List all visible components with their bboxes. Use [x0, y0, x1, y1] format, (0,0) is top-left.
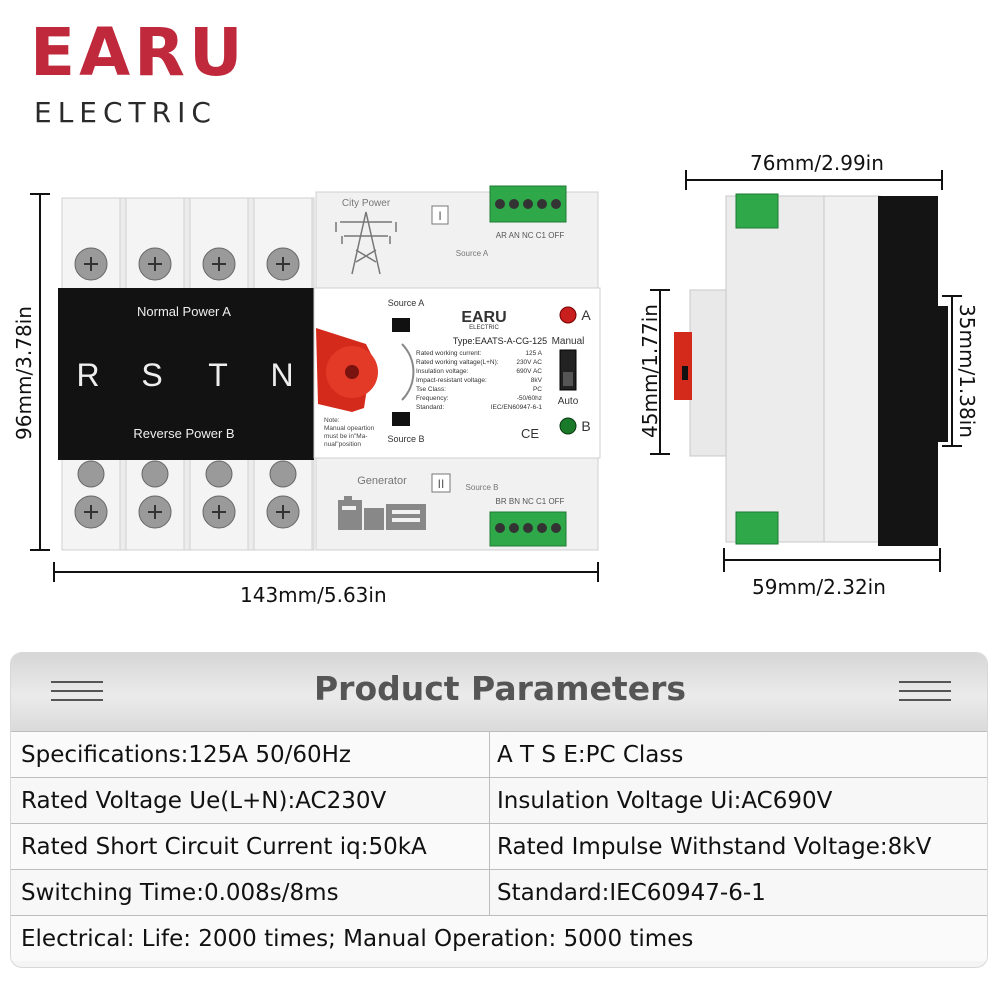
terminal-label-r: R	[76, 357, 99, 393]
spec-label-0: Rated working current:	[416, 350, 482, 357]
spec-label-2: Insulation voltage:	[416, 368, 469, 375]
front-width-dimension-line	[53, 562, 599, 582]
panel-brand: EARU	[461, 309, 506, 326]
roman-2-label: II	[438, 477, 445, 491]
indicator-b-label: B	[581, 418, 590, 434]
note-line-2: must be in"Ma-	[324, 433, 368, 440]
roman-2-box	[431, 473, 451, 493]
table-row: Electrical: Life: 2000 times; Manual Ope…	[11, 915, 987, 961]
note-line-3: nual"position	[324, 441, 361, 448]
roman-1-label: I	[438, 209, 441, 223]
logo-sub-text: ELECTRIC	[34, 96, 217, 129]
power-tower-icon	[335, 211, 397, 275]
params-header: Product Parameters	[11, 653, 987, 731]
spec-label-6: Standard:	[416, 404, 444, 411]
manual-label: Manual	[552, 336, 585, 347]
source-b-window	[392, 412, 410, 426]
rail-height-label: 35mm/1.38in	[955, 304, 979, 438]
ce-mark: CE	[521, 426, 539, 441]
spec-value-0: 125 A	[525, 350, 542, 357]
city-power-label: City Power	[342, 198, 391, 209]
side-depth-label: 76mm/2.99in	[750, 151, 884, 175]
bottom-terminal-blocks	[61, 457, 315, 551]
menu-lines-right-icon	[899, 681, 951, 703]
rail-height-dimension-line	[942, 295, 962, 447]
side-view	[674, 193, 948, 546]
bottom-source-b-label: Source B	[466, 483, 499, 492]
bottom-green-connector	[489, 511, 567, 547]
param-cell: Rated Voltage Ue(L+N):AC230V	[21, 788, 387, 814]
param-cell: Standard:IEC60947-6-1	[497, 880, 766, 906]
logo-brand-text: EARU	[30, 14, 247, 91]
table-row: Specifications:125A 50/60Hz A T S E:PC C…	[11, 731, 987, 778]
top-terminal-labels: AR AN NC C1 OFF	[496, 231, 565, 240]
black-terminal-cover	[58, 288, 314, 460]
panel-brand-sub: ELECTRIC	[469, 325, 499, 331]
spec-label-5: Frequency:	[416, 395, 449, 402]
indicator-b-led	[559, 417, 577, 435]
param-cell: Switching Time:0.008s/8ms	[21, 880, 339, 906]
spec-label-3: Impact-resistant voltage:	[416, 377, 487, 384]
param-cell: Rated Impulse Withstand Voltage:8kV	[497, 834, 932, 860]
auto-label: Auto	[558, 396, 579, 407]
side-bottom-dimension-line	[723, 548, 941, 572]
front-width-label: 143mm/5.63in	[240, 583, 387, 607]
table-row: Switching Time:0.008s/8ms Standard:IEC60…	[11, 869, 987, 916]
terminal-label-n: N	[270, 357, 293, 393]
menu-lines-left-icon	[51, 681, 103, 703]
spec-label-1: Rated working valtage(L+N):	[416, 359, 499, 366]
param-footer-cell: Electrical: Life: 2000 times; Manual Ope…	[21, 926, 694, 952]
param-cell: Specifications:125A 50/60Hz	[21, 742, 351, 768]
source-a-window	[392, 318, 410, 332]
panel-source-a-label: Source A	[388, 298, 425, 308]
generator-icon	[338, 496, 426, 530]
rotation-arrow-icon	[401, 343, 415, 401]
spec-value-6: IEC/EN60947-6-1	[491, 404, 543, 411]
top-green-connector	[489, 185, 567, 223]
side-mid-height-dimension-line	[650, 289, 670, 455]
top-terminal-blocks	[61, 197, 315, 291]
reverse-power-label: Reverse Power B	[133, 426, 234, 441]
product-diagram: R S T N Normal Power A Reverse Power B C…	[30, 170, 962, 582]
side-bottom-label: 59mm/2.32in	[752, 575, 886, 599]
spec-value-5: -50/60hz	[517, 395, 542, 402]
spec-value-1: 230V AC	[516, 359, 542, 366]
indicator-a-label: A	[581, 307, 591, 323]
params-title: Product Parameters	[313, 669, 687, 708]
spec-value-3: 8kV	[531, 377, 543, 384]
normal-power-label: Normal Power A	[137, 304, 231, 319]
spec-label-4: Tse Class:	[416, 386, 446, 393]
terminal-label-t: T	[208, 357, 228, 393]
brand-logo: EARU ELECTRIC	[30, 14, 270, 128]
note-line-0: Note:	[324, 417, 340, 424]
bottom-terminal-labels: BR BN NC C1 OFF	[496, 497, 565, 506]
spec-value-2: 690V AC	[516, 368, 542, 375]
table-row: Rated Voltage Ue(L+N):AC230V Insulation …	[11, 777, 987, 824]
table-row: Rated Short Circuit Current iq:50kA Rate…	[11, 823, 987, 870]
note-line-1: Manual opeartion	[324, 425, 375, 432]
param-cell: Insulation Voltage Ui:AC690V	[497, 788, 833, 814]
spec-value-4: PC	[533, 386, 542, 393]
param-cell: A T S E:PC Class	[497, 742, 684, 768]
indicator-a-led	[559, 306, 577, 324]
side-mid-height-label: 45mm/1.77in	[638, 304, 662, 438]
roman-1-box	[431, 205, 449, 225]
red-handle	[316, 328, 378, 412]
top-source-a-label: Source A	[456, 249, 489, 258]
front-height-dimension-line	[30, 193, 50, 551]
side-depth-dimension-line	[685, 170, 943, 190]
generator-label: Generator	[357, 475, 407, 487]
panel-source-b-label: Source B	[387, 434, 424, 444]
param-cell: Rated Short Circuit Current iq:50kA	[21, 834, 427, 860]
panel-type: Type:EAATS-A-CG-125	[453, 336, 547, 346]
product-parameters-table: Product Parameters Specifications:125A 5…	[10, 652, 988, 968]
front-height-label: 96mm/3.78in	[12, 306, 36, 440]
terminal-label-s: S	[141, 357, 162, 393]
